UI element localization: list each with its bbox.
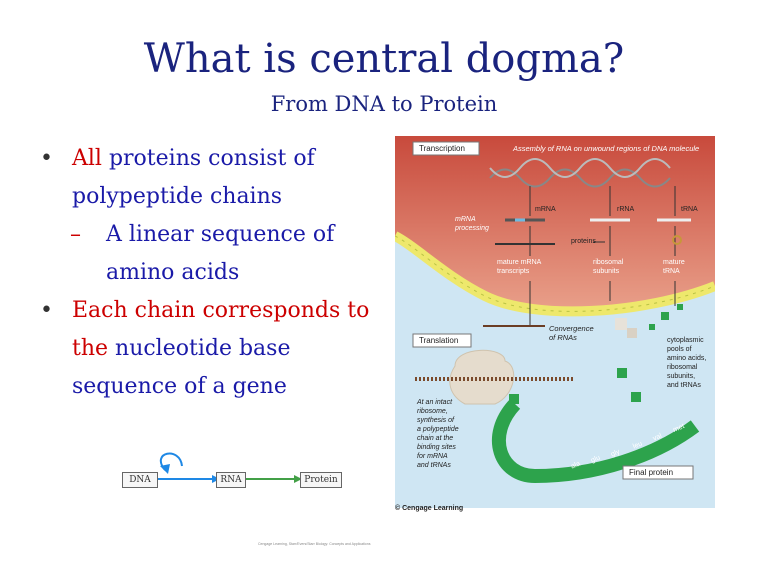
mrna-processing-line: mRNA — [455, 216, 476, 223]
pools-line: and tRNAs — [667, 382, 701, 389]
pools-line: ribosomal — [667, 364, 698, 371]
intact-ribosome-label: At an intact ribosome, synthesis of a polyp… — [417, 398, 459, 470]
ribosomal-line: ribosomal — [593, 259, 624, 266]
final-protein-label: Final protein — [629, 468, 674, 477]
pools-line: amino acids, — [667, 355, 707, 362]
footnote: Cengage Learning, Starr/Evers/Starr Biol… — [258, 542, 371, 546]
mature-trna-label: mature tRNA — [663, 258, 685, 276]
trna-label: tRNA — [681, 206, 698, 213]
mrna-processing-line: processing — [455, 225, 489, 232]
nuclear-pores — [395, 235, 715, 312]
translation-arrowhead — [294, 475, 302, 483]
dna-strand-2 — [489, 158, 671, 178]
pools-line: pools of — [667, 346, 692, 353]
nucleus — [395, 136, 715, 312]
bullet-text: nucleotide base sequence of a gene — [72, 336, 291, 399]
convergence-line: Convergence — [549, 324, 594, 333]
central-dogma-figure: Transcription Assembly of RNA on unwound… — [395, 136, 715, 508]
mature-mrna-line: transcripts — [497, 268, 530, 275]
protein-box: Protein — [300, 472, 342, 488]
intact-line: and tRNAs — [417, 462, 451, 469]
bullet-prefix: Each chain corresponds to the — [72, 298, 370, 361]
convergence-label: Convergence of RNAs — [549, 324, 594, 342]
replication-arrow — [159, 452, 183, 471]
bullet-item-proteins: • All proteins consist of polypeptide ch… — [40, 140, 370, 216]
mrna-processing-label: mRNA processing — [455, 215, 489, 233]
bullet-dot: • — [40, 146, 53, 171]
central-dogma-diagram — [158, 452, 302, 483]
mature-trna-line: tRNA — [663, 268, 680, 275]
ribosomal-subunits-label: ribosomal subunits — [593, 258, 623, 276]
bullet-prefix: All — [72, 146, 102, 171]
intact-line: At an intact — [417, 399, 453, 406]
intact-line: for mRNA — [417, 453, 448, 460]
bullet-text: proteins consist of polypeptide chains — [72, 146, 315, 209]
intact-line: synthesis of — [417, 417, 454, 424]
translation-label: Translation — [419, 336, 459, 345]
assembly-text: Assembly of RNA on unwound regions of DN… — [513, 144, 700, 153]
subbullet-text: A linear sequence of amino acids — [106, 222, 335, 285]
intact-line: ribosome, — [417, 408, 448, 415]
ribosomal-line: subunits — [593, 268, 620, 275]
cytoplasmic-pools-label: cytoplasmic pools of amino acids, ribosomal… — [667, 336, 706, 390]
intact-line: binding sites — [417, 444, 456, 451]
intact-line: a polypeptide — [417, 426, 459, 433]
polypeptide-chain — [492, 399, 700, 484]
replication-arrowhead — [160, 464, 170, 474]
bullet-dot: • — [40, 298, 53, 323]
slide-subtitle: From DNA to Protein — [270, 92, 498, 116]
convergence-line: of RNAs — [549, 333, 577, 342]
intact-line: chain at the — [417, 435, 454, 442]
pools-line: cytoplasmic — [667, 337, 704, 344]
mature-mrna-label: mature mRNA transcripts — [497, 258, 541, 276]
mature-trna-line: mature — [663, 259, 685, 266]
subbullet-item: – A linear sequence of amino acids — [40, 216, 370, 292]
mrna-label: mRNA — [535, 206, 556, 213]
slide-title: What is central dogma? — [143, 36, 625, 82]
bullet-item-chain: • Each chain corresponds to the nucleoti… — [40, 292, 370, 406]
transcription-label: Transcription — [419, 144, 465, 153]
proteins-label: proteins — [571, 238, 596, 245]
figure-credit: © Cengage Learning — [395, 505, 464, 512]
mature-mrna-line: mature mRNA — [497, 259, 542, 266]
rna-box: RNA — [216, 472, 246, 488]
bullet-list: • All proteins consist of polypeptide ch… — [40, 140, 370, 406]
dna-box: DNA — [122, 472, 158, 488]
rrna-label: rRNA — [617, 206, 635, 213]
subbullet-dash: – — [70, 222, 81, 247]
dna-strand-1 — [489, 168, 671, 188]
pools-line: subunits, — [667, 373, 696, 380]
